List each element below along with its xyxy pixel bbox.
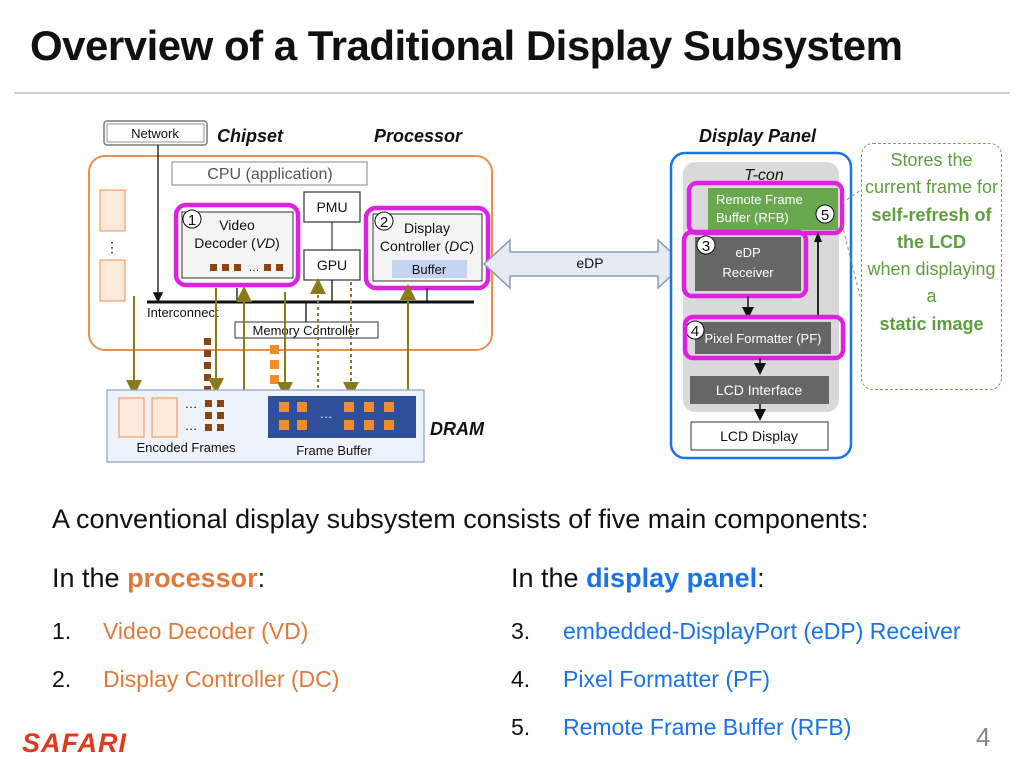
edp-number-badge	[696, 235, 716, 255]
rfb-callout-note: Stores the current frame for self-refres…	[861, 143, 1002, 390]
vd-number-badge	[182, 209, 202, 229]
dc-line2: Controller (DC)	[380, 238, 474, 254]
interconnect-label: Interconnect	[147, 305, 219, 320]
memory-controller-label: Memory Controller	[253, 323, 361, 338]
cpu-box	[171, 161, 368, 186]
side-vdots: ⋮	[105, 239, 119, 255]
dc-buffer-box	[392, 260, 467, 278]
panel-heading-prefix: In the	[511, 563, 587, 593]
frame-buffer-ellipsis: …	[320, 406, 333, 421]
safari-logo: SAFARI	[22, 728, 128, 758]
tcon-label: T-con	[744, 167, 784, 184]
pmu-label: PMU	[316, 199, 347, 215]
encoded-block-grid	[205, 400, 224, 431]
side-box-top	[99, 189, 126, 232]
lcd-interface-label: LCD Interface	[716, 382, 803, 398]
edp-number: 3	[702, 238, 710, 255]
rfb-line1: Remote Frame	[716, 192, 803, 207]
panel-item-3-label: embedded-DisplayPort (eDP) Receiver	[563, 618, 961, 644]
panel-item-4-label: Pixel Formatter (PF)	[563, 666, 771, 692]
rfb-line2: Buffer (RFB)	[716, 210, 789, 225]
edp-receiver-highlight	[681, 229, 809, 299]
dc-line1: Display	[404, 220, 450, 236]
pixel-formatter-highlight	[682, 314, 846, 361]
encoded-frame-1	[118, 397, 145, 438]
side-box-bottom	[99, 259, 126, 302]
summary-sentence: A conventional display subsystem consist…	[52, 504, 869, 534]
encoded-frame-2	[151, 397, 178, 438]
chipset-label: Chipset	[217, 126, 284, 146]
note-text-1: Stores the current frame for	[864, 150, 999, 198]
processor-label: Processor	[374, 126, 463, 146]
encoded-frames-label: Encoded Frames	[137, 440, 236, 455]
video-decoder-highlight	[173, 202, 301, 288]
frame-buffer-pixels	[279, 402, 394, 430]
pf-number: 4	[691, 323, 699, 340]
vd-line2: Decoder (VD)	[194, 235, 280, 251]
network-label: Network	[131, 126, 179, 141]
title-divider	[14, 92, 1010, 94]
lcd-display-box	[690, 421, 829, 451]
note-text-2: when displaying a	[867, 259, 996, 307]
rfb-box	[708, 188, 838, 230]
panel-heading-colon: :	[757, 563, 765, 593]
vd-block-ellipsis: …	[249, 262, 260, 274]
note-text-bold-2: static image	[879, 313, 984, 334]
encoded-ellipsis-top: …	[185, 396, 198, 411]
page-number: 4	[976, 722, 991, 752]
edp-link-label: eDP	[576, 255, 603, 271]
pmu-box	[303, 191, 361, 223]
vd-number: 1	[188, 212, 196, 229]
vd-block-row	[210, 264, 283, 271]
processor-heading-colon: :	[257, 563, 266, 593]
note-text-bold: self-refresh of the LCD	[871, 204, 992, 252]
panel-item-3-number: 3.	[511, 618, 531, 644]
panel-item-5-label: Remote Frame Buffer (RFB)	[563, 714, 852, 740]
processor-heading-emphasis: processor	[127, 563, 258, 593]
panel-column-heading: In the display panel:	[511, 563, 765, 594]
dc-number: 2	[380, 214, 388, 231]
dc-number-badge	[374, 211, 394, 231]
lcd-interface-box	[690, 376, 829, 404]
panel-item-5-number: 5.	[511, 714, 531, 740]
processor-column-heading: In the processor:	[52, 563, 265, 594]
panel-item-4-number: 4.	[511, 666, 531, 692]
panel-heading-emphasis: display panel	[586, 563, 758, 593]
processor-heading-prefix: In the	[52, 563, 128, 593]
lcd-display-label: LCD Display	[720, 428, 798, 444]
processor-item-1-label: Video Decoder (VD)	[103, 618, 309, 644]
vd-line1: Video	[219, 217, 255, 233]
rfb-number: 5	[821, 207, 829, 224]
dram-label: DRAM	[430, 419, 485, 439]
processor-item-1-number: 1.	[52, 618, 72, 644]
dc-buffer-label: Buffer	[412, 262, 447, 277]
display-subsystem-diagram: ⋮ Network Chipset Processor Display Pane…	[88, 120, 862, 463]
encoded-ellipsis-bottom: …	[185, 418, 198, 433]
edp-receiver-line2: Receiver	[722, 265, 774, 280]
display-panel-label: Display Panel	[699, 126, 817, 146]
slide-title: Overview of a Traditional Display Subsys…	[30, 22, 903, 69]
frame-buffer-label: Frame Buffer	[296, 443, 372, 458]
rfb-number-badge	[815, 204, 835, 224]
gpu-label: GPU	[317, 257, 347, 273]
frame-block-column	[270, 345, 279, 384]
edp-receiver-line1: eDP	[735, 245, 760, 260]
gpu-box	[303, 249, 361, 281]
cpu-label: CPU (application)	[207, 166, 332, 183]
pixel-formatter-label: Pixel Formatter (PF)	[704, 331, 821, 346]
processor-item-2-label: Display Controller (DC)	[103, 666, 340, 692]
pixel-formatter-box	[695, 322, 831, 354]
processor-item-2-number: 2.	[52, 666, 72, 692]
